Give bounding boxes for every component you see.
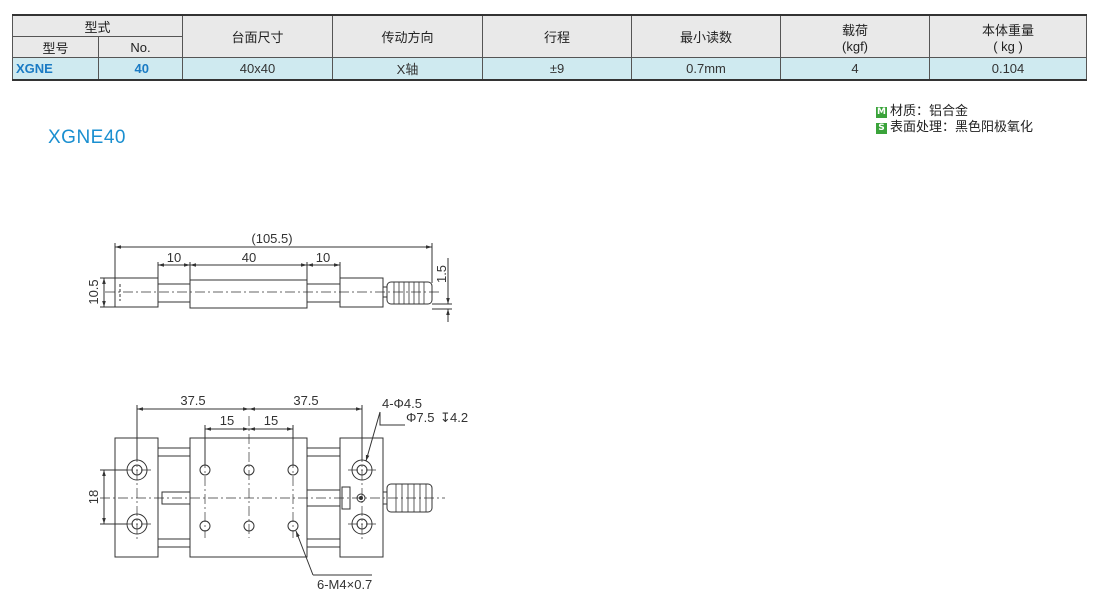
- counterbore-callout: Φ7.5: [406, 410, 434, 425]
- dim-side-offset: 1.5: [434, 265, 449, 283]
- product-title: XGNE40: [48, 127, 126, 148]
- mounting-holes: [126, 459, 373, 535]
- side-knob: [386, 281, 433, 305]
- dim-side-height: 10.5: [86, 279, 101, 304]
- side-right-block: [339, 277, 384, 308]
- header-weight: 本体重量 ( kg ): [929, 14, 1088, 58]
- dim-top-right: 37.5: [293, 393, 318, 408]
- header-model-group: 型式: [11, 14, 184, 37]
- material-badge-icon: M: [876, 106, 887, 118]
- dim-side-center: 40: [242, 250, 256, 265]
- header-resolution: 最小读数: [631, 14, 782, 58]
- side-view: [100, 243, 452, 322]
- cell-stroke: ±9: [482, 57, 633, 81]
- tap-callout: 6-M4×0.7: [317, 577, 372, 592]
- side-left-block: [114, 277, 159, 308]
- cell-load: 4: [780, 57, 931, 81]
- note-material: M 材质：铝合金: [876, 104, 1033, 120]
- note-surface-text: 表面处理：黑色阳极氧化: [890, 120, 1034, 135]
- header-weight-line1: 本体重量: [982, 22, 1035, 38]
- top-view: [100, 405, 445, 576]
- depth-symbol-icon: ↧: [440, 410, 451, 425]
- dim-side-right: 10: [316, 250, 330, 265]
- header-stroke: 行程: [482, 14, 633, 58]
- note-material-text: 材质：铝合金: [890, 104, 969, 119]
- dim-overall: (105.5): [251, 231, 292, 246]
- dim-side-left: 10: [167, 250, 181, 265]
- spec-table: 型式 台面尺寸 传动方向 行程 最小读数 载荷 (kgf) 本体重量 ( kg …: [11, 14, 1088, 81]
- cell-model: XGNE: [12, 57, 99, 81]
- header-model: 型号: [12, 36, 99, 58]
- dim-top-left: 37.5: [180, 393, 205, 408]
- cell-no: 40: [97, 57, 184, 81]
- depth-callout: 4.2: [450, 410, 468, 425]
- material-notes: M 材质：铝合金 S 表面处理：黑色阳极氧化: [876, 104, 1033, 136]
- header-direction: 传动方向: [332, 14, 484, 58]
- header-load: 载荷 (kgf): [780, 14, 931, 58]
- side-table: [189, 279, 308, 309]
- cell-size: 40x40: [182, 57, 334, 81]
- header-weight-line2: ( kg ): [993, 38, 1023, 54]
- cell-direction: X轴: [332, 57, 484, 81]
- surface-badge-icon: S: [876, 122, 887, 134]
- header-no: No.: [97, 36, 184, 58]
- cell-weight: 0.104: [929, 57, 1088, 81]
- table-row: XGNE 40 40x40 X轴 ±9 0.7mm 4 0.104: [12, 57, 1088, 81]
- header-load-line1: 载荷: [842, 22, 869, 38]
- cell-resolution: 0.7mm: [631, 57, 782, 81]
- note-surface: S 表面处理：黑色阳极氧化: [876, 120, 1033, 136]
- top-table: [189, 437, 308, 558]
- header-size: 台面尺寸: [182, 14, 334, 58]
- dim-pitch-left: 15: [220, 413, 234, 428]
- dim-pitch-right: 15: [264, 413, 278, 428]
- hole-callout: 4-Φ4.5: [382, 396, 422, 411]
- header-load-line2: (kgf): [842, 38, 869, 54]
- dim-top-height: 18: [86, 490, 101, 504]
